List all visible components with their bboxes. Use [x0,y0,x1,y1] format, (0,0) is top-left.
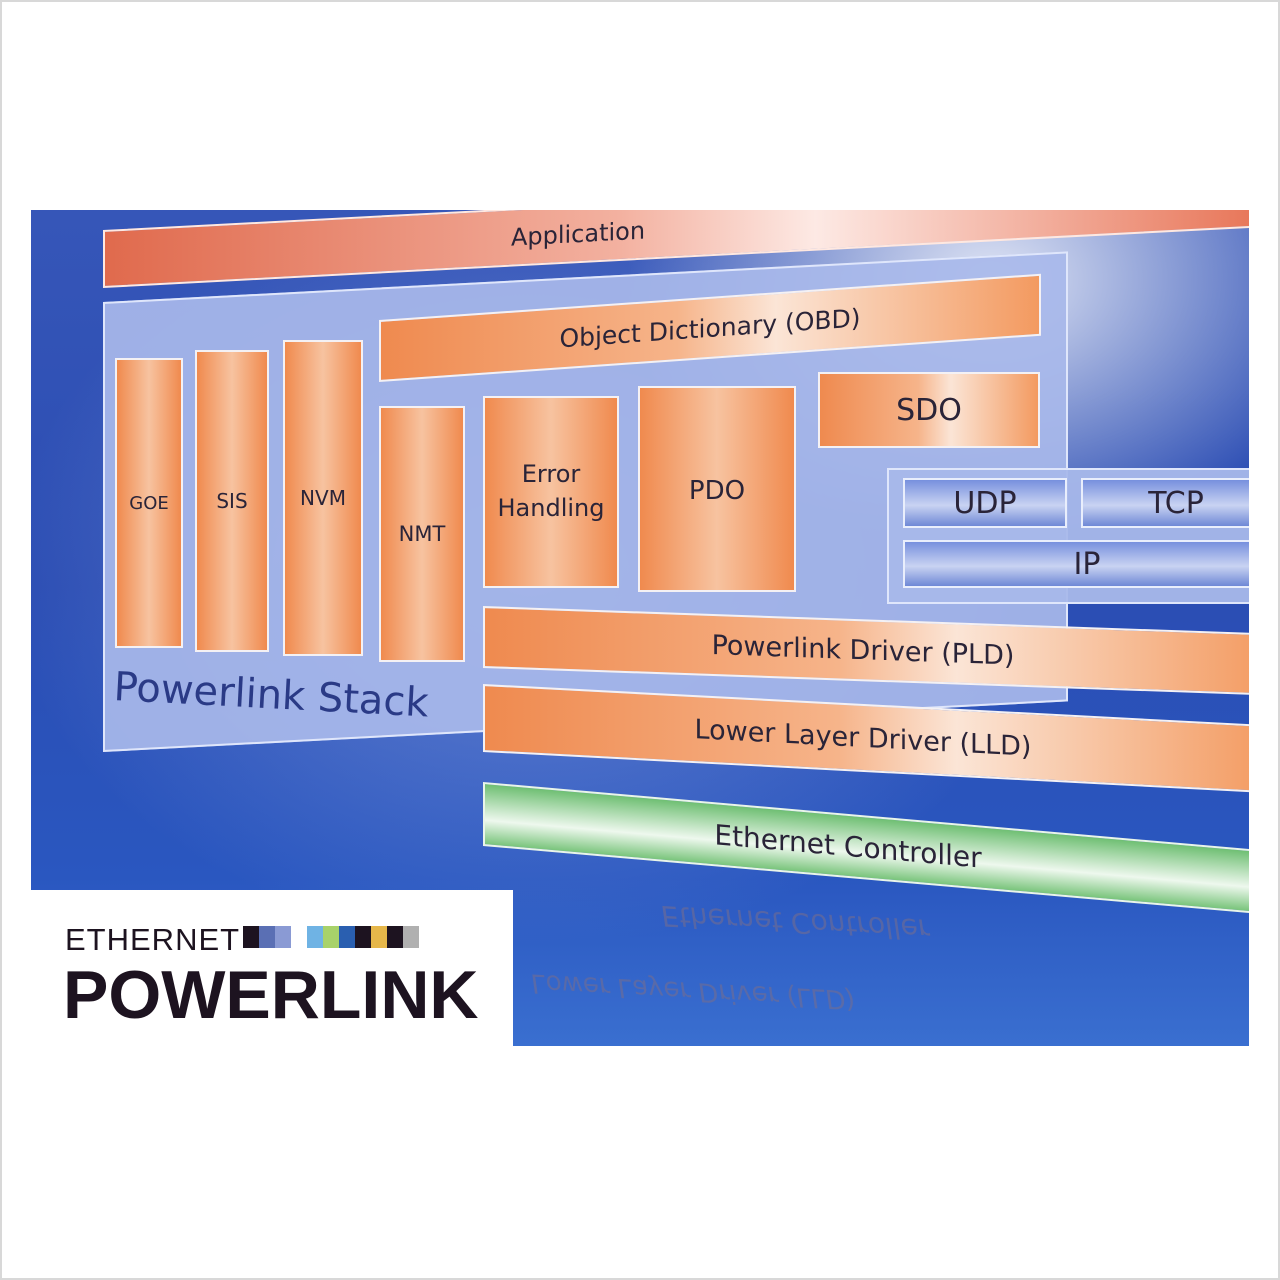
sis-label: SIS [216,489,248,513]
sdo-block: SDO [818,372,1040,448]
logo-swatch [259,926,275,948]
nmt-block: NMT [379,406,465,662]
logo-swatch [403,926,419,948]
lower-layer-driver-label: Lower Layer Driver (LLD) [694,713,1032,763]
logo-powerlink-text: POWERLINK [63,957,479,1033]
nmt-label: NMT [398,522,446,546]
logo-swatch [339,926,355,948]
ip-label: IP [1073,546,1101,582]
udp-label: UDP [953,485,1017,521]
goe-label: GOE [129,492,169,514]
logo-color-bar [243,926,419,948]
object-dictionary-label: Object Dictionary (OBD) [559,302,861,353]
logo-swatch [323,926,339,948]
ethernet-powerlink-logo: ETHERNET POWERLINK [31,890,513,1046]
logo-swatch [275,926,291,948]
ethernet-controller-label: Ethernet Controller [714,817,982,875]
logo-swatch [355,926,371,948]
tcp-block: TCP [1081,478,1249,528]
application-label: Application [510,216,646,252]
tcp-label: TCP [1148,485,1204,521]
powerlink-driver-label: Powerlink Driver (PLD) [711,629,1015,672]
ethernet-controller-block: Ethernet Controller [483,782,1249,916]
nvm-block: NVM [283,340,363,656]
logo-swatch [291,926,307,948]
nvm-label: NVM [300,486,346,510]
logo-swatch [387,926,403,948]
goe-block: GOE [115,358,183,648]
udp-block: UDP [903,478,1067,528]
sdo-label: SDO [896,392,962,428]
sis-block: SIS [195,350,269,652]
pdo-label: PDO [688,476,746,506]
logo-ethernet-text: ETHERNET [65,922,241,957]
lower-layer-driver-reflection: Lower Layer Driver (LLD) [530,967,857,1015]
error-handling-label: Error Handling [497,460,605,522]
pdo-block: PDO [638,386,796,592]
logo-swatch [307,926,323,948]
ethernet-controller-reflection: Ethernet Controller [660,899,931,946]
logo-swatch [371,926,387,948]
error-handling-block: Error Handling [483,396,619,588]
ip-block: IP [903,540,1249,588]
logo-swatch [243,926,259,948]
